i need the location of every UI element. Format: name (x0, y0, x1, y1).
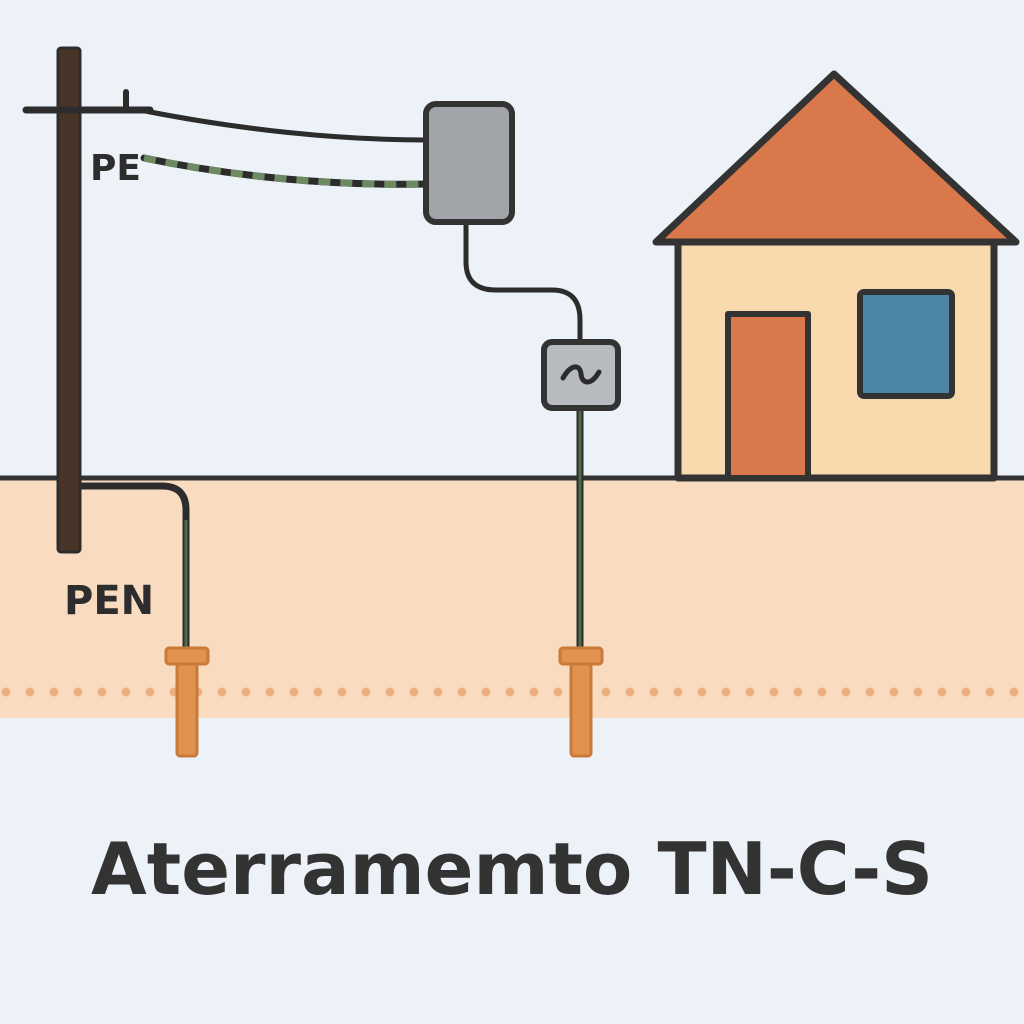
soil-dot (337, 687, 347, 697)
soil-dot (73, 687, 83, 697)
overhead-line-wire (137, 107, 429, 143)
ground-rod-left (164, 646, 210, 758)
ground-rod-left-stake (175, 662, 199, 758)
pole-post (56, 46, 82, 554)
soil-dot (1, 687, 11, 697)
soil-dot (1009, 687, 1019, 697)
soil-dot (289, 687, 299, 697)
soil-layer (0, 478, 1024, 718)
pe-wire-stripe (143, 154, 427, 188)
pen-wire-outline (74, 482, 190, 652)
soil-dot (481, 687, 491, 697)
soil-dot (625, 687, 635, 697)
soil-dot (889, 687, 899, 697)
soil-dot (361, 687, 371, 697)
soil-dot (385, 687, 395, 697)
soil-dot (793, 687, 803, 697)
soil-dot (913, 687, 923, 697)
ground-rod-right-stake (569, 662, 593, 758)
soil-dot (433, 687, 443, 697)
soil-dot (673, 687, 683, 697)
soil-dot (265, 687, 275, 697)
soil-dot (769, 687, 779, 697)
ground-rod-left-cap (164, 646, 210, 666)
soil-dot (697, 687, 707, 697)
soil-dot (745, 687, 755, 697)
soil-dot (529, 687, 539, 697)
soil-dot (97, 687, 107, 697)
ground-rod-right (558, 646, 604, 758)
house-door (725, 311, 811, 481)
house-window (857, 289, 955, 399)
energy-meter (541, 339, 621, 411)
diagram-title: Aterramemto TN-C-S (91, 827, 933, 911)
pe-label: PE (90, 148, 141, 189)
tilde-icon (560, 364, 602, 385)
junction-box (423, 101, 515, 225)
utility-pole (22, 46, 154, 554)
soil-dot (865, 687, 875, 697)
soil-dot (25, 687, 35, 697)
soil-dot (505, 687, 515, 697)
soil-dot (961, 687, 971, 697)
soil-dot (721, 687, 731, 697)
soil-dot (409, 687, 419, 697)
soil-dot (457, 687, 467, 697)
ground-rod-right-cap (558, 646, 604, 666)
soil-dot (649, 687, 659, 697)
soil-dot (145, 687, 155, 697)
house-roof (652, 70, 1020, 246)
service-cable (463, 219, 583, 345)
soil-dot (313, 687, 323, 697)
soil-dot (937, 687, 947, 697)
house (652, 70, 1020, 482)
pen-label: PEN (64, 578, 154, 624)
soil-dot (817, 687, 827, 697)
soil-dot (601, 687, 611, 697)
soil-dot (121, 687, 131, 697)
soil-dot (841, 687, 851, 697)
soil-dot (217, 687, 227, 697)
soil-dot (241, 687, 251, 697)
soil-dot (985, 687, 995, 697)
soil-dot (553, 687, 563, 697)
soil-dot (49, 687, 59, 697)
